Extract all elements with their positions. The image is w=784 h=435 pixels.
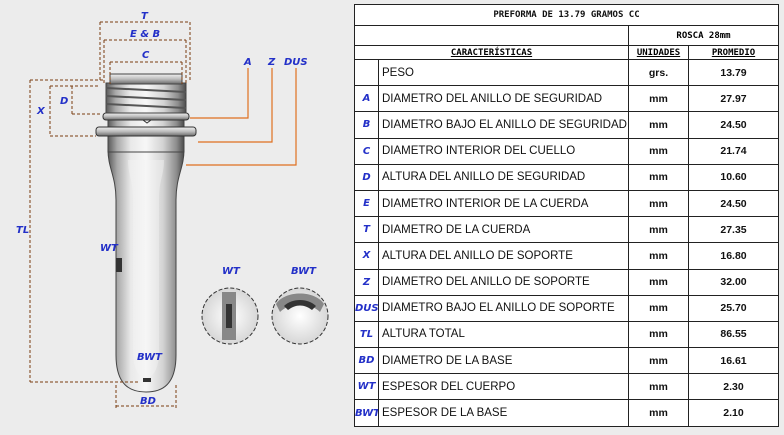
row-description: ALTURA DEL ANILLO DE SOPORTE xyxy=(378,242,629,270)
row-code: DUS xyxy=(354,294,379,322)
label-z: Z xyxy=(267,57,276,68)
dimension-lines xyxy=(29,21,191,408)
row-value: 24.50 xyxy=(688,111,779,139)
label-bd: BD xyxy=(140,396,156,407)
row-code xyxy=(354,58,379,87)
row-code: TL xyxy=(354,320,379,349)
table-subheader: ROSCA 28mm xyxy=(628,25,779,46)
row-value: 27.35 xyxy=(688,216,779,244)
label-bwt: BWT xyxy=(137,352,163,363)
row-description: DIAMETRO DE LA CUERDA xyxy=(378,216,629,244)
label-a: A xyxy=(243,57,252,68)
row-unit: mm xyxy=(628,216,689,244)
row-code: T xyxy=(354,216,379,244)
row-unit: mm xyxy=(628,399,689,427)
col-header-promedio: PROMEDIO xyxy=(688,45,779,60)
subheader-blank xyxy=(354,25,629,46)
row-description: DIAMETRO DEL ANILLO DE SEGURIDAD xyxy=(378,85,629,113)
row-unit: mm xyxy=(628,242,689,270)
row-description: PESO xyxy=(378,58,629,87)
row-value: 21.74 xyxy=(688,137,779,165)
detail-wt-label: WT xyxy=(222,266,241,277)
row-description: ESPESOR DE LA BASE xyxy=(378,399,629,427)
row-unit: mm xyxy=(628,111,689,139)
col-header-caracteristicas: CARACTERÍSTICAS xyxy=(354,45,629,60)
row-description: DIAMETRO INTERIOR DEL CUELLO xyxy=(378,137,629,165)
row-description: DIAMETRO DEL ANILLO DE SOPORTE xyxy=(378,268,629,296)
table-title: PREFORMA DE 13.79 GRAMOS CC xyxy=(354,4,779,26)
label-dus: DUS xyxy=(284,57,308,68)
row-unit: mm xyxy=(628,137,689,165)
row-description: ALTURA TOTAL xyxy=(378,320,629,349)
row-code: C xyxy=(354,137,379,165)
row-description: ALTURA DEL ANILLO DE SEGURIDAD xyxy=(378,163,629,191)
row-code: A xyxy=(354,85,379,113)
row-description: DIAMETRO BAJO EL ANILLO DE SEGURIDAD xyxy=(378,111,629,139)
row-code: WT xyxy=(354,373,379,401)
detail-bwt-label: BWT xyxy=(291,266,317,277)
row-value: 86.55 xyxy=(688,320,779,349)
col-header-unidades: UNIDADES xyxy=(628,45,689,60)
row-value: 13.79 xyxy=(688,58,779,87)
row-code: X xyxy=(354,242,379,270)
row-value: 2.30 xyxy=(688,373,779,401)
row-code: BD xyxy=(354,347,379,375)
row-value: 25.70 xyxy=(688,294,779,322)
row-code: BWT xyxy=(354,399,379,427)
row-code: E xyxy=(354,189,379,218)
row-value: 24.50 xyxy=(688,189,779,218)
row-unit: mm xyxy=(628,189,689,218)
row-unit: mm xyxy=(628,373,689,401)
row-unit: mm xyxy=(628,85,689,113)
row-value: 10.60 xyxy=(688,163,779,191)
row-unit: mm xyxy=(628,268,689,296)
row-description: ESPESOR DEL CUERPO xyxy=(378,373,629,401)
preform-neck xyxy=(95,73,197,153)
row-description: DIAMETRO BAJO EL ANILLO DE SOPORTE xyxy=(378,294,629,322)
row-code: Z xyxy=(354,268,379,296)
row-unit: mm xyxy=(628,163,689,191)
label-e-b: E & B xyxy=(130,29,160,40)
row-unit: grs. xyxy=(628,58,689,87)
row-unit: mm xyxy=(628,347,689,375)
row-description: DIAMETRO DE LA BASE xyxy=(378,347,629,375)
detail-base-thickness: BWT xyxy=(271,266,329,345)
label-c: C xyxy=(142,50,150,61)
callout-lines xyxy=(186,68,297,166)
label-t: T xyxy=(141,11,149,22)
row-description: DIAMETRO INTERIOR DE LA CUERDA xyxy=(378,189,629,218)
row-value: 2.10 xyxy=(688,399,779,427)
row-value: 16.61 xyxy=(688,347,779,375)
row-code: B xyxy=(354,111,379,139)
preform-body xyxy=(107,149,185,393)
row-value: 27.97 xyxy=(688,85,779,113)
row-value: 32.00 xyxy=(688,268,779,296)
detail-wall-thickness: WT xyxy=(201,266,259,345)
label-x: X xyxy=(36,106,46,117)
preform-drawing: T E & B C A Z DUS D X TL WT BWT BD WT BW… xyxy=(0,0,350,435)
row-unit: mm xyxy=(628,320,689,349)
label-tl: TL xyxy=(16,225,29,236)
row-unit: mm xyxy=(628,294,689,322)
label-d: D xyxy=(60,96,68,107)
label-wt: WT xyxy=(100,243,119,254)
row-code: D xyxy=(354,163,379,191)
row-value: 16.80 xyxy=(688,242,779,270)
spec-table: PREFORMA DE 13.79 GRAMOS CC ROSCA 28mm C… xyxy=(354,4,779,427)
